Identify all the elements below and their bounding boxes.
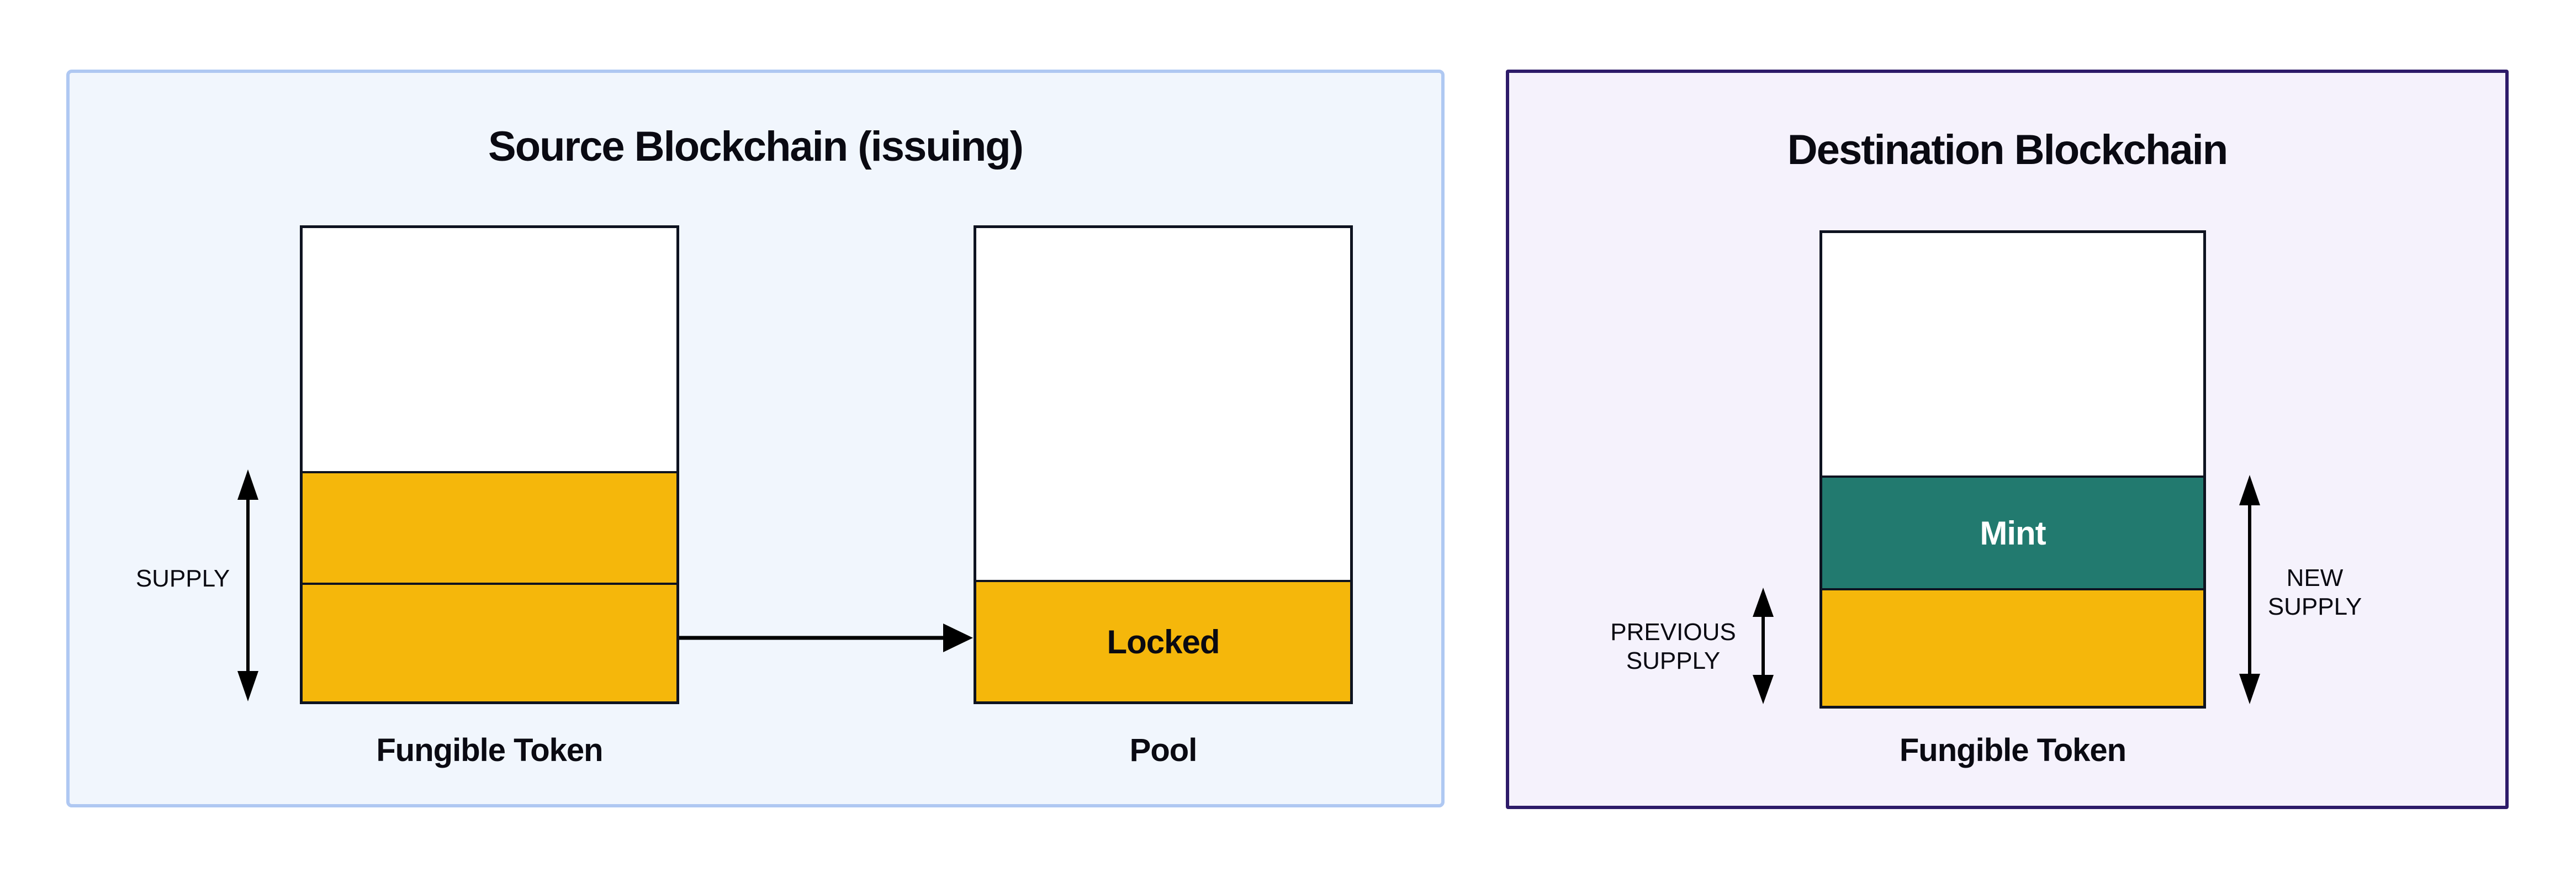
new-supply-range-arrow-icon xyxy=(2239,475,2260,704)
source-panel-title: Source Blockchain (issuing) xyxy=(488,123,1024,170)
destination-panel-title: Destination Blockchain xyxy=(1787,126,2228,173)
supply-label-text: SUPPLY xyxy=(135,565,230,592)
mint-label: Mint xyxy=(1980,514,2046,552)
pool-box: Locked xyxy=(974,225,1353,704)
source-blockchain-panel: Source Blockchain (issuing) SUPPLY Locke… xyxy=(66,70,1445,807)
pool-empty-segment xyxy=(976,228,1350,580)
previous-supply-segment xyxy=(1822,588,2203,706)
pool-caption: Pool xyxy=(1129,732,1198,768)
locked-segment: Locked xyxy=(976,580,1350,701)
previous-supply-label-line2: SUPPLY xyxy=(1626,647,1721,674)
new-supply-label-line1: NEW xyxy=(2286,564,2344,591)
mint-segment: Mint xyxy=(1822,476,2203,588)
unissued-supply-segment xyxy=(303,228,676,471)
supply-label: SUPPLY xyxy=(94,564,271,593)
new-supply-label-line2: SUPPLY xyxy=(2267,593,2362,620)
destination-fungible-token-caption: Fungible Token xyxy=(1899,732,2127,768)
previous-supply-range-arrow-icon xyxy=(1753,588,1774,704)
destination-blockchain-panel: Destination Blockchain Mint PREVIOUS SUP… xyxy=(1506,70,2509,809)
new-supply-label: NEW SUPPLY xyxy=(2226,564,2403,621)
source-fungible-token-box xyxy=(300,225,679,704)
lock-transfer-arrow-icon xyxy=(679,624,973,652)
unissued-supply-segment xyxy=(1822,233,2203,476)
supply-lower-segment xyxy=(303,583,676,701)
previous-supply-label: PREVIOUS SUPPLY xyxy=(1585,618,1762,675)
previous-supply-label-line1: PREVIOUS xyxy=(1610,619,1736,646)
locked-label: Locked xyxy=(1107,623,1220,661)
supply-range-arrow-icon xyxy=(237,469,258,701)
supply-upper-segment xyxy=(303,471,676,583)
destination-fungible-token-box: Mint xyxy=(1819,230,2206,709)
source-fungible-token-caption: Fungible Token xyxy=(376,732,603,768)
